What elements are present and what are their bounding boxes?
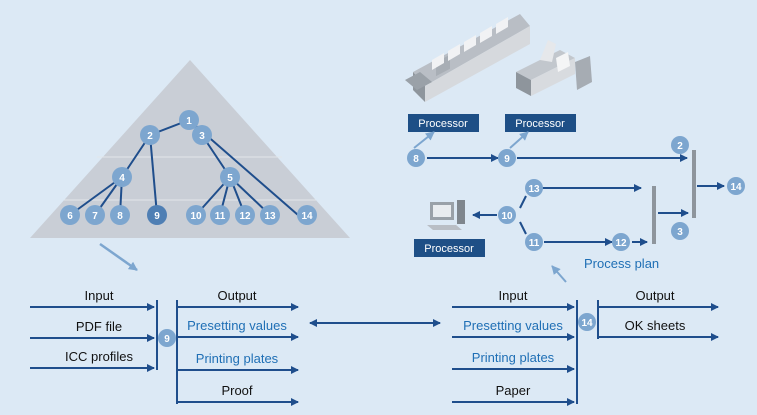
flow-node-label: 8 — [413, 154, 419, 165]
processor-label: Processor — [418, 118, 468, 130]
tree-to-block-arrow — [99, 242, 138, 272]
left-block-node: 9 — [158, 329, 176, 347]
folding-machine-icon — [516, 40, 592, 96]
processor-label: Processor — [515, 118, 565, 130]
tree-node-label: 3 — [199, 131, 205, 142]
flow-lines — [427, 154, 725, 246]
left-output-presetting-values: Presetting values — [187, 318, 287, 333]
tree-node-5: 5 — [220, 167, 240, 187]
flow-node-label: 14 — [730, 182, 742, 193]
tree-node-4: 4 — [112, 167, 132, 187]
right-input-header: Input — [499, 288, 528, 303]
flow-node-13: 13 — [525, 179, 543, 197]
merge-bar-upper — [692, 150, 696, 218]
tree-node-label: 10 — [190, 211, 202, 222]
tree-diagram: 1 2 3 4 5 6 7 8 9 10 11 12 13 14 — [30, 60, 350, 238]
tree-node-label: 9 — [154, 211, 160, 222]
tree-node-14: 14 — [297, 205, 317, 225]
flow-node-label: 13 — [528, 184, 540, 195]
left-input-header: Input — [85, 288, 114, 303]
tree-node-9: 9 — [147, 205, 167, 225]
merge-bar-lower — [652, 186, 656, 244]
printing-press-icon — [405, 14, 530, 102]
tree-node-label: 8 — [117, 211, 123, 222]
flow-node-10: 10 — [498, 206, 516, 224]
flow-node-3: 3 — [671, 222, 689, 240]
flow-node-11: 11 — [525, 233, 543, 251]
flow-node-label: 11 — [529, 238, 540, 249]
processor-label: Processor — [424, 243, 474, 255]
right-input-printing-plates: Printing plates — [472, 350, 555, 365]
right-input-paper: Paper — [496, 383, 531, 398]
process-plan-label: Process plan — [584, 256, 659, 271]
tree-node-label: 7 — [92, 211, 98, 222]
left-output-printing-plates: Printing plates — [196, 351, 279, 366]
tree-node-label: 11 — [215, 211, 226, 222]
left-input-icc-profiles: ICC profiles — [65, 349, 133, 364]
tree-node-11: 11 — [210, 205, 230, 225]
flow-node-label: 9 — [504, 154, 510, 165]
tree-node-label: 2 — [147, 131, 153, 142]
tree-node-label: 6 — [67, 211, 73, 222]
right-output-ok-sheets: OK sheets — [625, 318, 686, 333]
flow-node-label: 3 — [677, 227, 683, 238]
left-block-node-label: 9 — [164, 334, 170, 345]
flow-node-14: 14 — [727, 177, 745, 195]
left-input-pdf-file: PDF file — [76, 319, 122, 334]
tree-node-8: 8 — [110, 205, 130, 225]
tree-node-label: 12 — [239, 211, 251, 222]
left-output-header: Output — [217, 288, 256, 303]
right-input-presetting-values: Presetting values — [463, 318, 563, 333]
left-output-proof: Proof — [221, 383, 252, 398]
process-plan-arrow — [551, 265, 567, 283]
flow-node-label: 10 — [501, 211, 513, 222]
processor-box-1: Processor — [408, 114, 479, 132]
tree-node-label: 14 — [301, 211, 313, 222]
tree-node-label: 4 — [119, 173, 125, 184]
computer-icon — [427, 200, 465, 230]
tree-node-6: 6 — [60, 205, 80, 225]
flow-node-12: 12 — [612, 233, 630, 251]
tree-node-label: 1 — [186, 116, 192, 127]
tree-node-label: 5 — [227, 173, 233, 184]
flow-node-2: 2 — [671, 136, 689, 154]
processor-box-3: Processor — [414, 239, 485, 257]
tree-node-12: 12 — [235, 205, 255, 225]
tree-node-label: 13 — [264, 211, 276, 222]
flow-node-label: 2 — [677, 141, 683, 152]
tree-node-3: 3 — [192, 125, 212, 145]
right-block: 14 Input Presetting values Printing plat… — [452, 288, 719, 406]
processor-box-2: Processor — [505, 114, 576, 132]
tree-node-1: 1 — [179, 110, 199, 130]
tree-node-10: 10 — [186, 205, 206, 225]
right-block-node-label: 14 — [581, 318, 593, 329]
right-output-header: Output — [635, 288, 674, 303]
flow-arrow-9-up — [509, 131, 529, 149]
flow-node-label: 12 — [615, 238, 627, 249]
flow-arrow-8-up — [413, 131, 435, 149]
left-block: 9 Input PDF file ICC profiles Output Pre… — [30, 288, 299, 406]
flow-node-8: 8 — [407, 149, 425, 167]
tree-node-13: 13 — [260, 205, 280, 225]
right-block-node: 14 — [578, 313, 596, 331]
tree-node-7: 7 — [85, 205, 105, 225]
tree-node-2: 2 — [140, 125, 160, 145]
flow-node-9: 9 — [498, 149, 516, 167]
